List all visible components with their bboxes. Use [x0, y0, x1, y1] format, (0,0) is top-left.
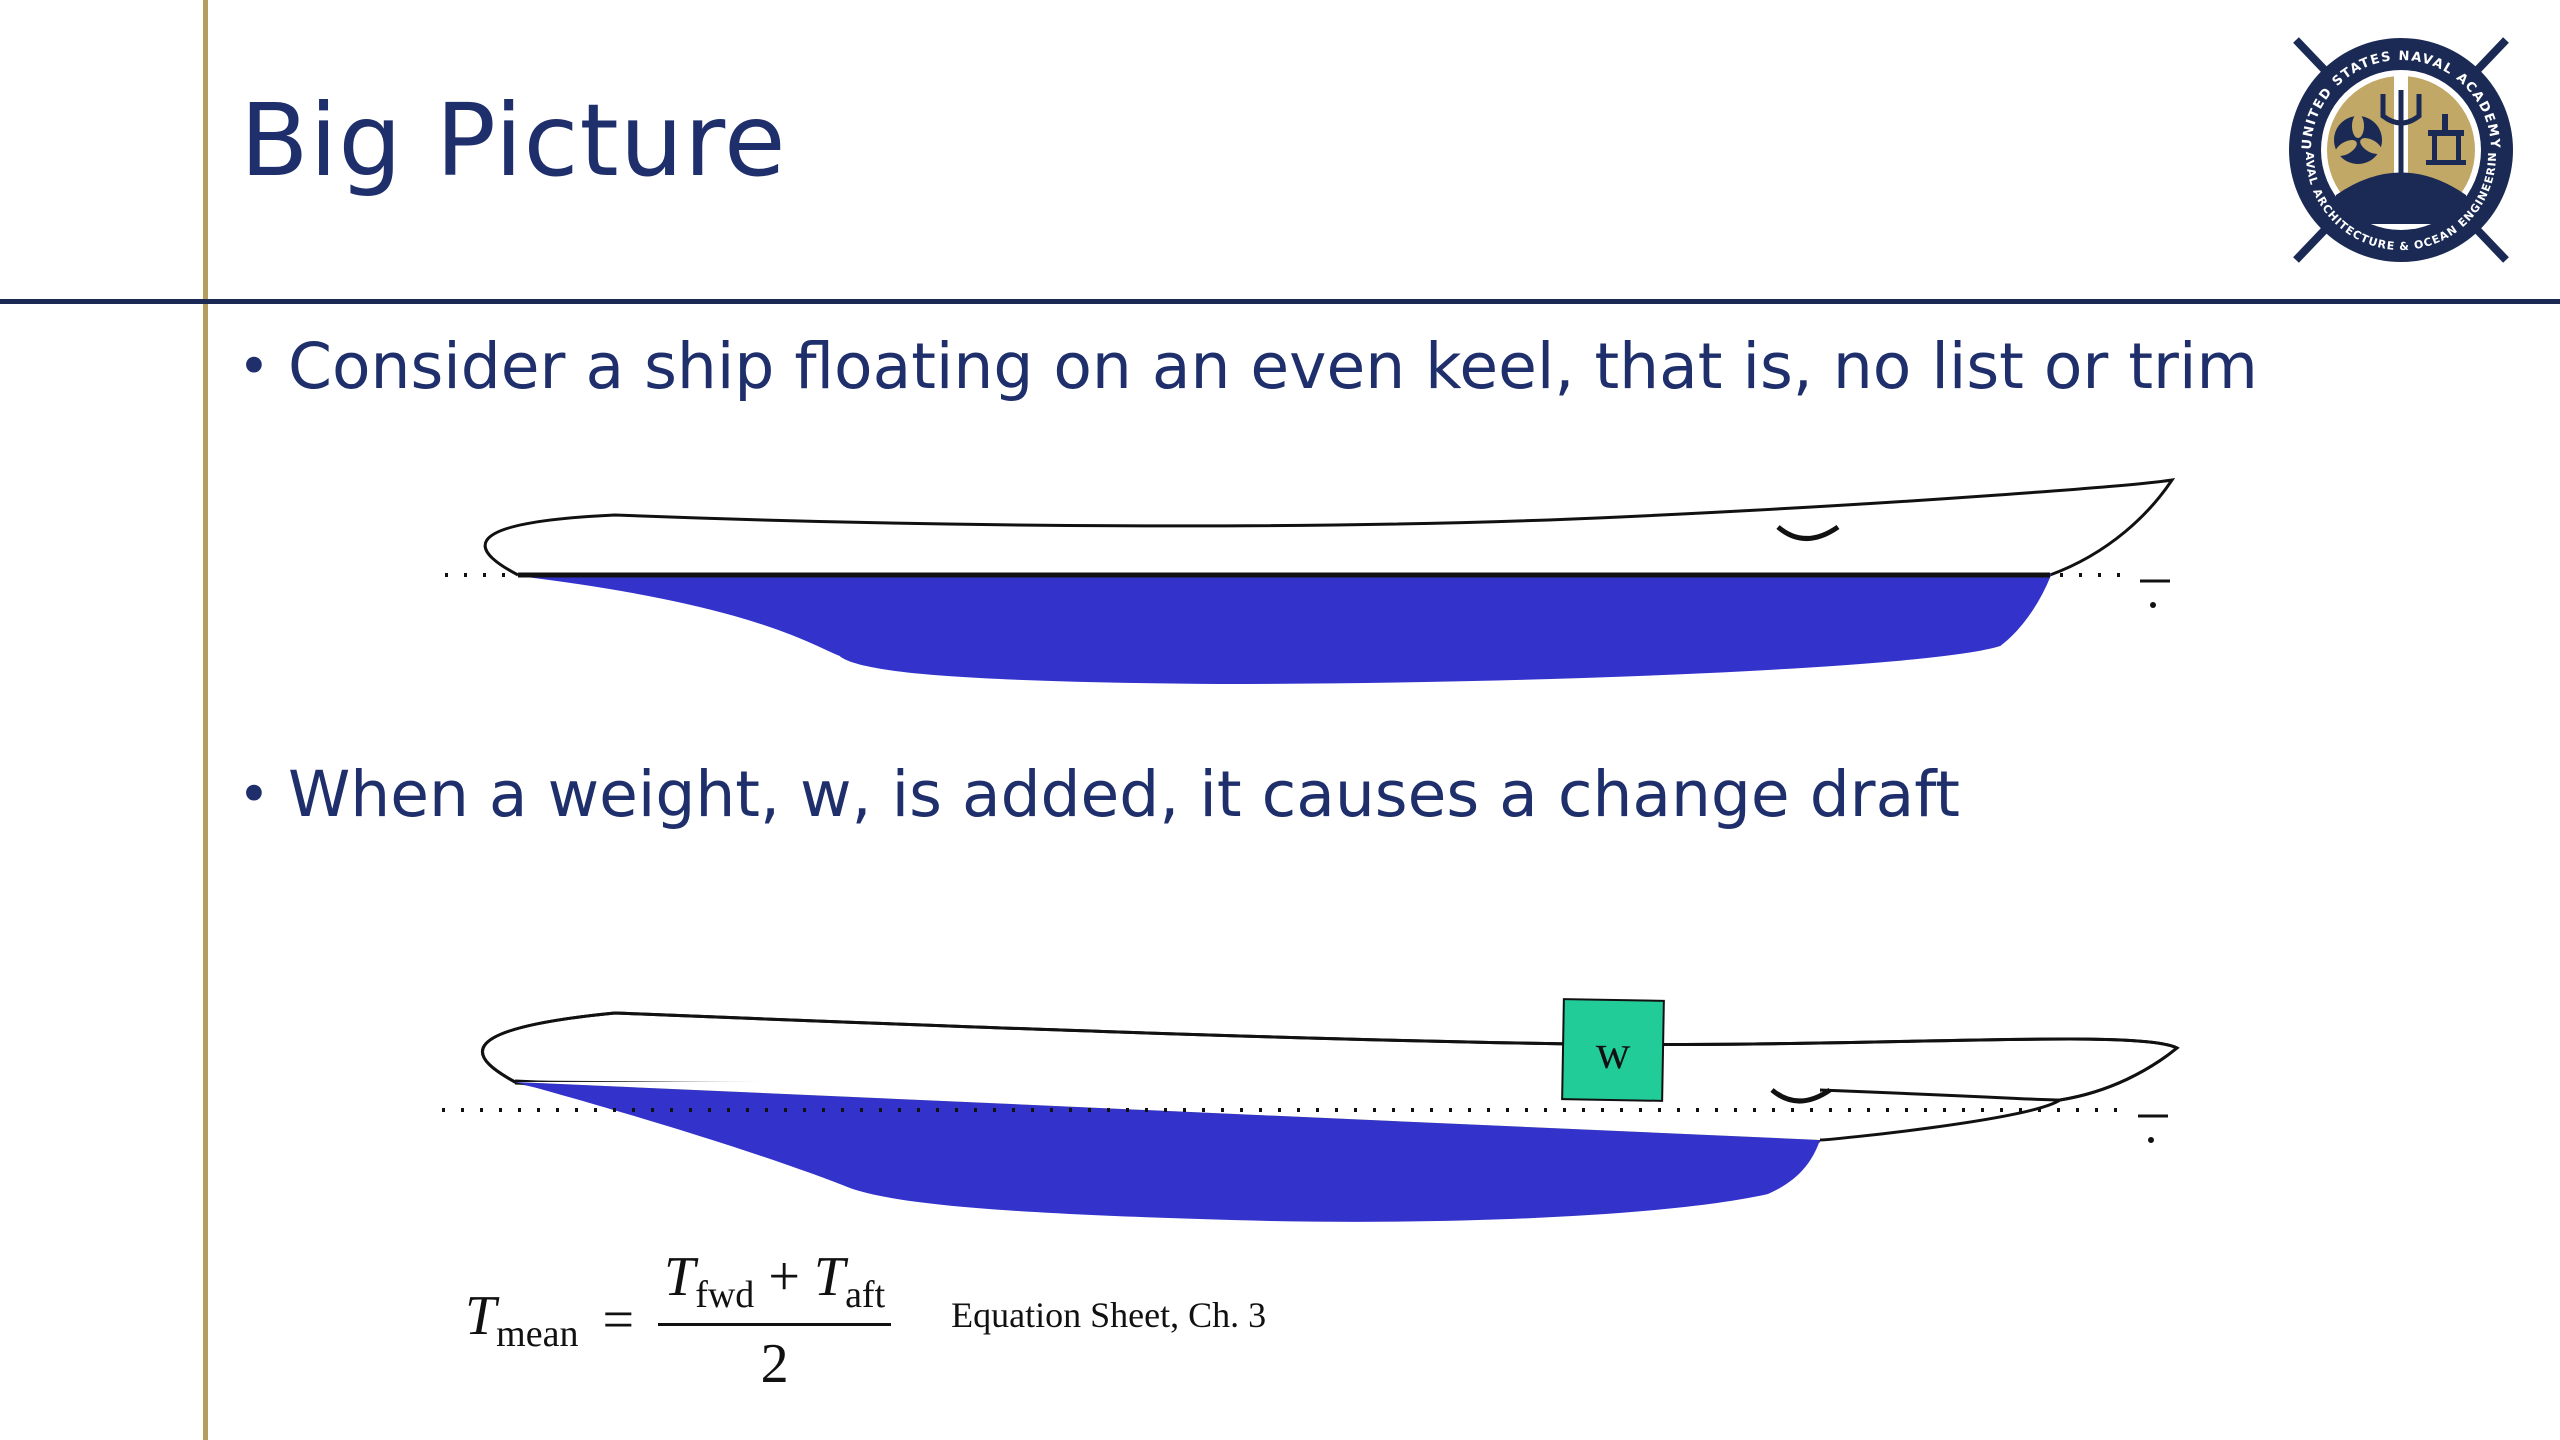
bullet-dot: •: [238, 763, 270, 826]
bullet-text: Consider a ship floating on an even keel…: [288, 330, 2258, 403]
eq-denominator: 2: [760, 1332, 789, 1395]
eq-numerator: Tfwd+Taft: [658, 1245, 892, 1326]
hull-above-water: [483, 477, 2176, 577]
page-title: Big Picture: [240, 82, 787, 199]
bullet-weight-added: • When a weight, w, is added, it causes …: [238, 758, 1960, 831]
oil-platform-icon: [2426, 114, 2466, 165]
weight-label: w: [1595, 1026, 1631, 1080]
propeller-blades-icon: [2335, 114, 2382, 156]
waterline-symbol-icon: [2140, 579, 2170, 608]
eq-fraction: Tfwd+Taft 2: [658, 1245, 892, 1396]
trident-icon: [2380, 90, 2422, 210]
bullet-dot: •: [238, 335, 270, 398]
draft-mark-icon: [1770, 1087, 1832, 1104]
eq-equals: =: [602, 1289, 635, 1351]
vertical-accent-rule: [203, 0, 208, 1440]
draft-mark-icon: [1776, 524, 1840, 541]
weight-box: w: [1561, 998, 1665, 1102]
weighted-ship-diagram: w: [442, 998, 2180, 1222]
eq-lhs: Tmean: [465, 1285, 579, 1355]
usna-naoe-logo: UNITED STATES NAVAL ACADEMY NAVAL ARCHIT…: [2276, 30, 2513, 263]
horizontal-title-rule: [0, 299, 2560, 304]
equation-reference: Equation Sheet, Ch. 3: [951, 1295, 1267, 1335]
even-keel-ship-diagram: [445, 477, 2176, 685]
hull-underwater-trimmed: [515, 1082, 1820, 1222]
hull-underwater: [517, 574, 2052, 685]
waterline-symbol-icon: [2138, 1114, 2168, 1143]
bullet-text: When a weight, w, is added, it causes a …: [288, 758, 1960, 831]
mean-draft-equation: Tmean = Tfwd+Taft 2 Equation Sheet, Ch. …: [465, 1245, 1266, 1395]
bullet-even-keel: • Consider a ship floating on an even ke…: [238, 330, 2258, 403]
